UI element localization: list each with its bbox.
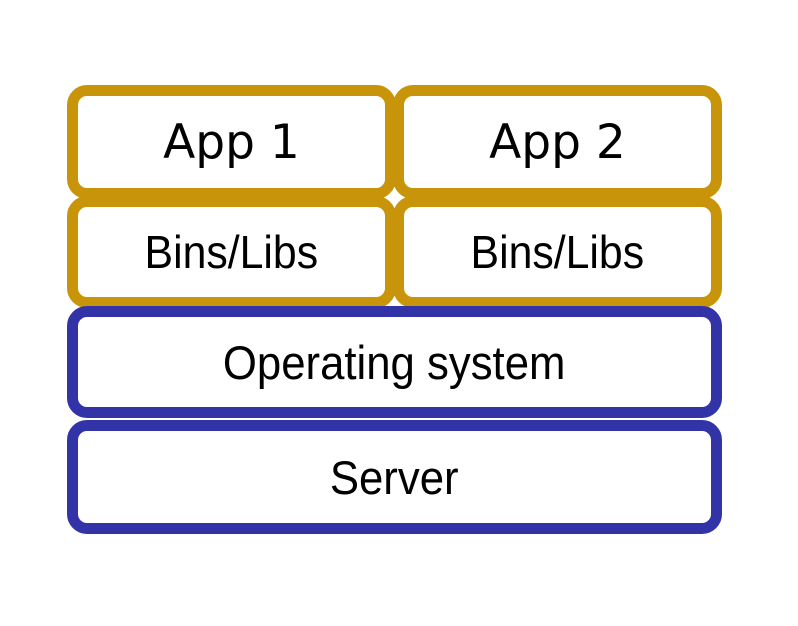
box-app-2-label: App 2 (489, 114, 626, 170)
box-bins-libs-1[interactable]: Bins/Libs (67, 196, 396, 308)
box-server[interactable]: Server (67, 420, 722, 534)
box-bins-libs-2-label: Bins/Libs (470, 226, 645, 278)
box-bins-libs-1-label: Bins/Libs (144, 226, 319, 278)
box-bins-libs-2[interactable]: Bins/Libs (393, 196, 722, 308)
box-app-2[interactable]: App 2 (393, 85, 722, 199)
box-app-1[interactable]: App 1 (67, 85, 396, 199)
box-app-1-label: App 1 (163, 114, 300, 170)
box-operating-system-label: Operating system (223, 335, 566, 389)
box-operating-system[interactable]: Operating system (67, 306, 722, 418)
box-server-label: Server (330, 450, 459, 504)
